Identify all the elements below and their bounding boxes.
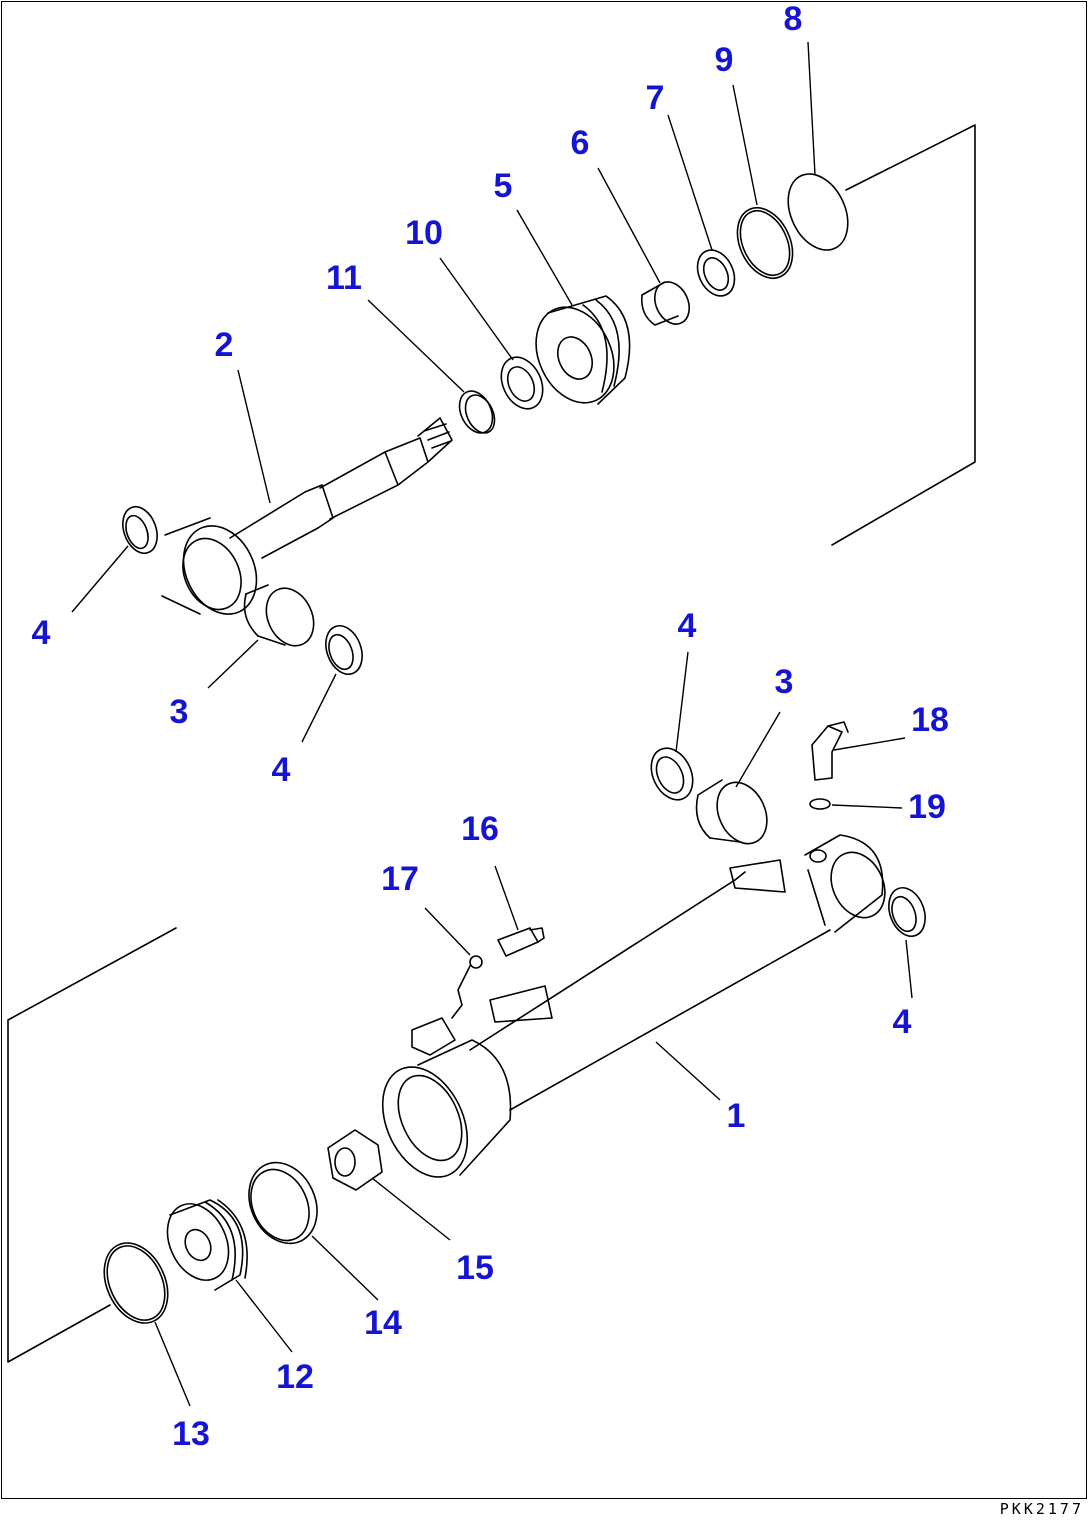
part-19-o-ring [809, 798, 831, 810]
part-6-collar [640, 281, 691, 326]
part-7-wear-ring [696, 249, 736, 297]
callout-8: 8 [783, 0, 803, 38]
part-1-cylinder-tube [381, 834, 886, 1178]
part-3-upper-bushing [243, 584, 315, 647]
part-13-o-ring [103, 1242, 169, 1324]
drawing-code: PKK2177 [999, 1500, 1084, 1518]
part-3-lower-bushing [695, 779, 768, 845]
callout-13: 13 [172, 1415, 210, 1453]
callout-3-upper: 3 [169, 693, 189, 731]
callout-4-lower-right: 4 [892, 1003, 912, 1041]
callout-9: 9 [714, 41, 734, 79]
callout-11: 11 [326, 259, 362, 297]
callout-4-upper-left: 4 [31, 614, 51, 652]
part-12-cylinder-head [166, 1199, 248, 1291]
part-10-seal [500, 356, 544, 410]
part-2-piston-rod [161, 417, 453, 615]
part-8-backup-ring [787, 173, 849, 251]
callout-12: 12 [276, 1358, 314, 1396]
callout-2: 2 [214, 326, 234, 364]
callout-5: 5 [493, 167, 513, 205]
callout-4-upper-right: 4 [271, 751, 291, 789]
callout-10: 10 [405, 214, 443, 252]
callout-7: 7 [645, 79, 665, 117]
callout-16: 16 [461, 810, 499, 848]
part-9-o-ring [736, 207, 794, 279]
callout-4-lower-left: 4 [677, 607, 697, 645]
leader-lines [71, 41, 913, 1407]
callout-18: 18 [911, 701, 949, 739]
callout-15: 15 [456, 1249, 494, 1287]
callout-1: 1 [726, 1097, 746, 1135]
part-16-fitting [497, 927, 545, 957]
part-14-ring [248, 1161, 318, 1245]
part-15-nut [327, 1129, 383, 1191]
part-17-fitting [451, 955, 483, 1019]
part-5-piston [535, 295, 631, 405]
part-11-ring [458, 390, 496, 434]
part-4-lower-seals [650, 747, 926, 938]
callout-19: 19 [908, 788, 946, 826]
part-4-upper-seals [122, 505, 363, 676]
part-18-elbow [811, 721, 849, 781]
callout-6: 6 [570, 124, 590, 162]
callout-14: 14 [364, 1304, 402, 1342]
callout-3-lower: 3 [774, 663, 794, 701]
callout-17: 17 [381, 860, 419, 898]
assembly-bracket-lines [7, 124, 976, 1363]
